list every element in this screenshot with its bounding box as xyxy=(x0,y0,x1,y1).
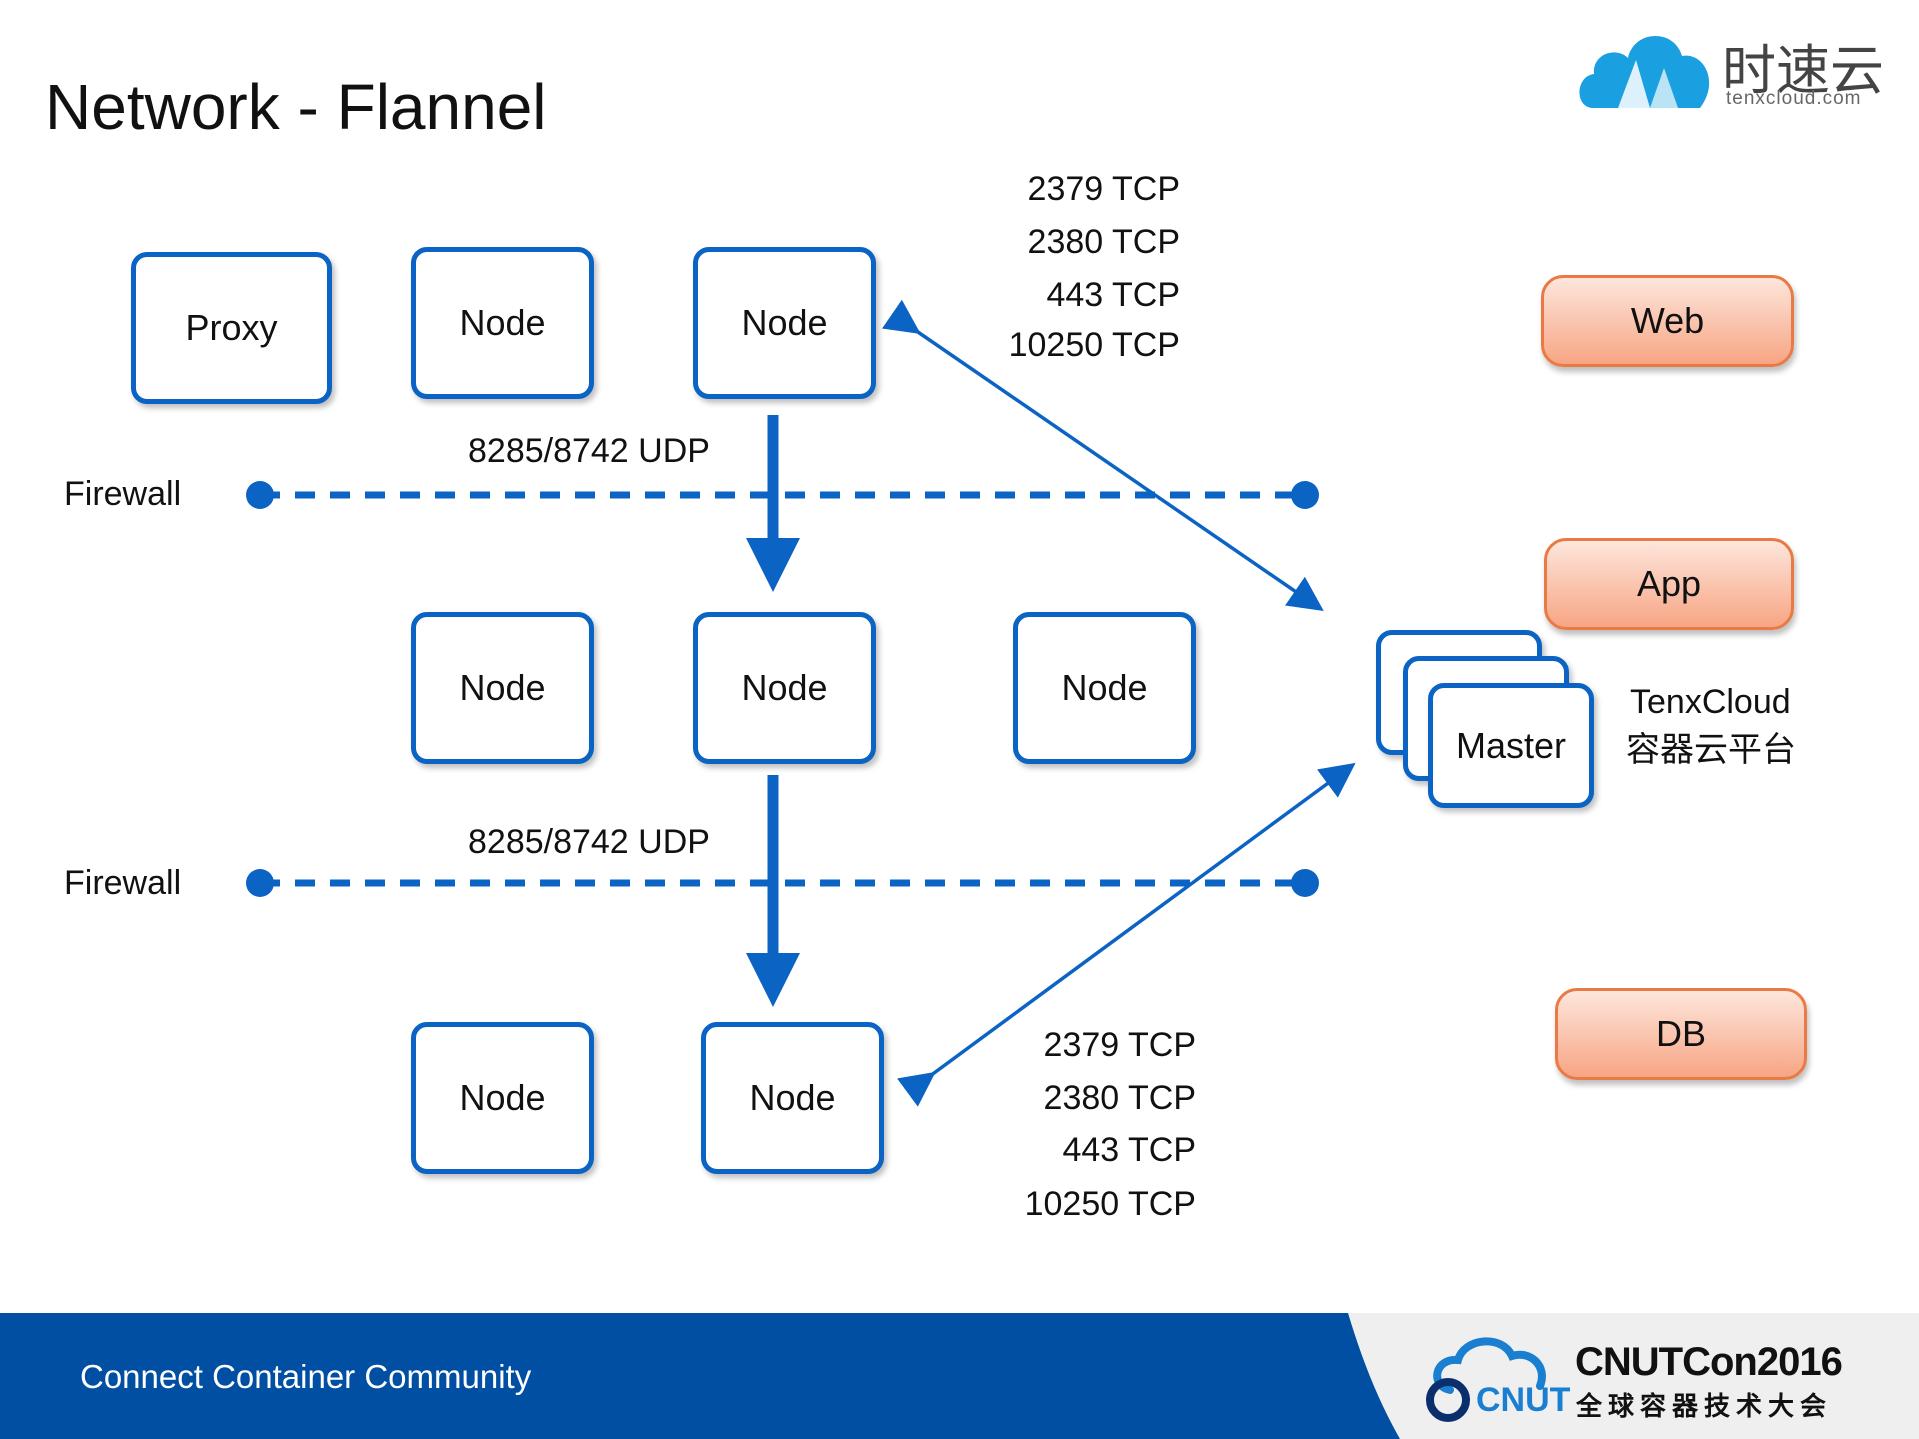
tcp-ports-bottom: 2379 TCP 2380 TCP 443 TCP 10250 TCP xyxy=(956,1028,1196,1237)
firewall-1-right-dot xyxy=(1291,481,1319,509)
tenxcloud-logo-icon xyxy=(1579,35,1710,108)
cnut-cloud-icon xyxy=(1426,1337,1546,1422)
tcp-port: 2380 TCP xyxy=(1043,1079,1196,1117)
udp-arrow-2-head xyxy=(746,953,800,1007)
proxy-label: Proxy xyxy=(185,307,278,348)
service-web: Web xyxy=(1541,275,1794,367)
cnut-logo-text: CNUT xyxy=(1476,1381,1571,1419)
service-app: App xyxy=(1544,538,1794,630)
node-label: Node xyxy=(459,1077,546,1118)
logo-name: 时速云 xyxy=(1722,41,1884,101)
tcp-port: 2379 TCP xyxy=(1027,170,1180,208)
udp-label-2: 8285/8742 UDP xyxy=(468,823,710,861)
network-diagram xyxy=(246,299,1356,1107)
firewall-label-1: Firewall xyxy=(64,475,182,513)
service-db-label: DB xyxy=(1655,1013,1706,1054)
node-bottom-2: Node xyxy=(701,1022,884,1174)
node-mid-3: Node xyxy=(1013,612,1196,764)
node-top-2: Node xyxy=(693,247,876,399)
firewall-1-left-dot xyxy=(246,481,274,509)
tcp-arrow-top xyxy=(882,299,1324,611)
tcp-port: 443 TCP xyxy=(1046,276,1180,314)
node-top-1: Node xyxy=(411,247,594,399)
footer-text: Connect Container Community xyxy=(80,1358,532,1395)
conference-name: CNUTCon2016 xyxy=(1575,1340,1843,1384)
tcp-ports-top: 2379 TCP 2380 TCP 443 TCP 10250 TCP xyxy=(940,172,1180,378)
tcp-arrow-bottom xyxy=(897,762,1356,1107)
node-label: Node xyxy=(459,667,546,708)
tcp-port: 2379 TCP xyxy=(1043,1026,1196,1064)
page-title: Network - Flannel xyxy=(45,71,547,143)
service-web-label: Web xyxy=(1630,300,1705,341)
node-label: Node xyxy=(1061,667,1148,708)
master-node: Master xyxy=(1428,683,1594,808)
firewall-2-left-dot xyxy=(246,869,274,897)
logo-domain: tenxcloud.com xyxy=(1726,88,1862,109)
master-label: Master xyxy=(1455,724,1567,766)
tcp-port: 2380 TCP xyxy=(1027,223,1180,261)
udp-label-1: 8285/8742 UDP xyxy=(468,432,710,470)
node-mid-1: Node xyxy=(411,612,594,764)
conference-subtitle: 全球容器技术大会 xyxy=(1576,1391,1833,1421)
tcp-port: 443 TCP xyxy=(1062,1131,1196,1169)
node-bottom-1: Node xyxy=(411,1022,594,1174)
node-label: Node xyxy=(741,667,828,708)
tcp-port: 10250 TCP xyxy=(1024,1185,1196,1223)
service-app-label: App xyxy=(1636,563,1702,604)
firewall-label-2: Firewall xyxy=(64,864,182,902)
tcp-port: 10250 TCP xyxy=(1008,326,1180,364)
udp-arrow-1-head xyxy=(746,538,800,592)
proxy-node: Proxy xyxy=(131,252,332,404)
service-db: DB xyxy=(1555,988,1807,1080)
node-label: Node xyxy=(741,302,828,343)
platform-name: TenxCloud xyxy=(1630,683,1791,721)
node-mid-2: Node xyxy=(693,612,876,764)
node-label: Node xyxy=(459,302,546,343)
firewall-2-right-dot xyxy=(1291,869,1319,897)
node-label: Node xyxy=(749,1077,836,1118)
platform-subtitle: 容器云平台 xyxy=(1626,731,1796,769)
